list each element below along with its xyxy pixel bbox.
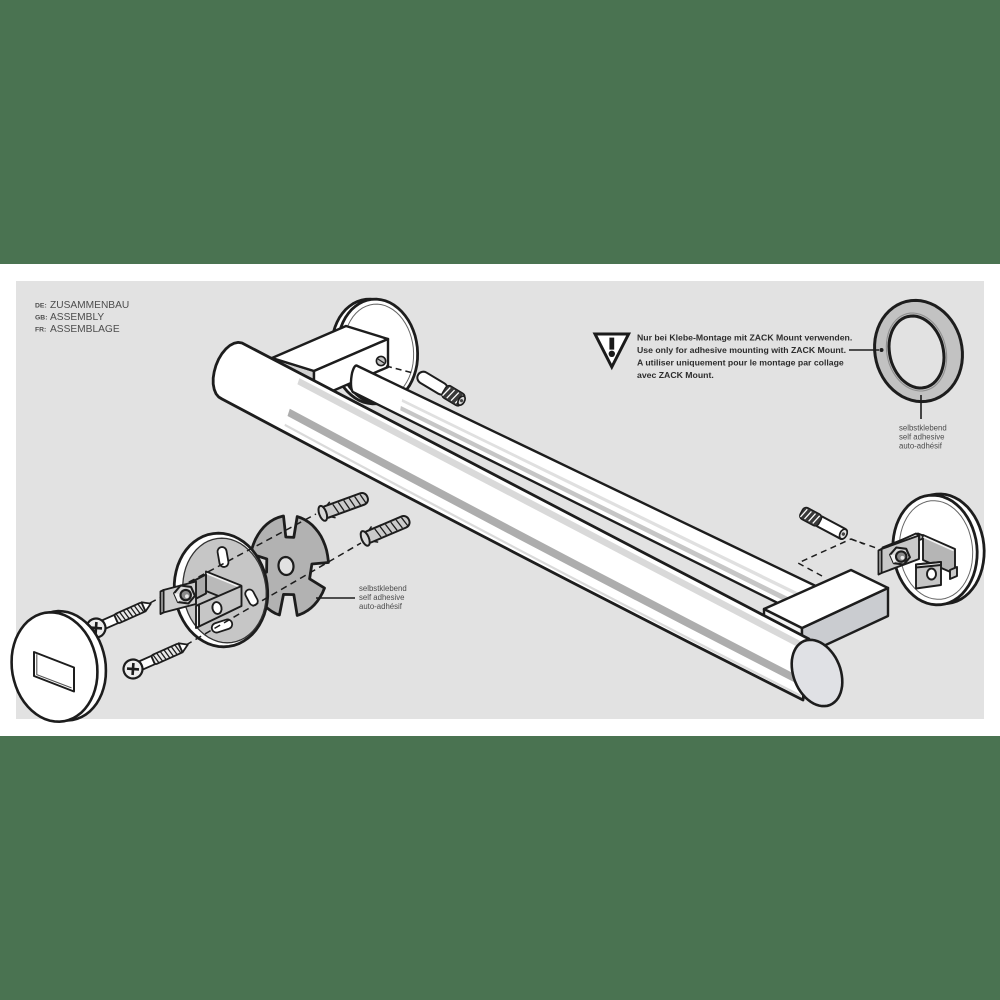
svg-text:selbstklebend: selbstklebend (899, 424, 947, 433)
svg-text:selbstklebend: selbstklebend (359, 584, 407, 593)
svg-text:A utiliser uniquement pour le: A utiliser uniquement pour le montage pa… (637, 358, 844, 368)
svg-text:self adhesive: self adhesive (899, 433, 945, 442)
svg-text:ASSEMBLAGE: ASSEMBLAGE (50, 324, 120, 335)
svg-text:auto-adhésif: auto-adhésif (899, 442, 943, 451)
svg-text:Use only for adhesive mounting: Use only for adhesive mounting with ZACK… (637, 345, 846, 355)
svg-text:avec ZACK Mount.: avec ZACK Mount. (637, 370, 714, 380)
svg-text:self adhesive: self adhesive (359, 593, 405, 602)
svg-text:FR:: FR: (35, 327, 46, 334)
svg-text:GB:: GB: (35, 315, 47, 322)
svg-text:Nur bei Klebe-Montage mit ZACK: Nur bei Klebe-Montage mit ZACK Mount ver… (637, 333, 852, 343)
svg-text:ZUSAMMENBAU: ZUSAMMENBAU (50, 300, 129, 311)
svg-text:auto-adhésif: auto-adhésif (359, 602, 403, 611)
svg-text:DE:: DE: (35, 303, 47, 310)
svg-text:ASSEMBLY: ASSEMBLY (50, 312, 104, 323)
